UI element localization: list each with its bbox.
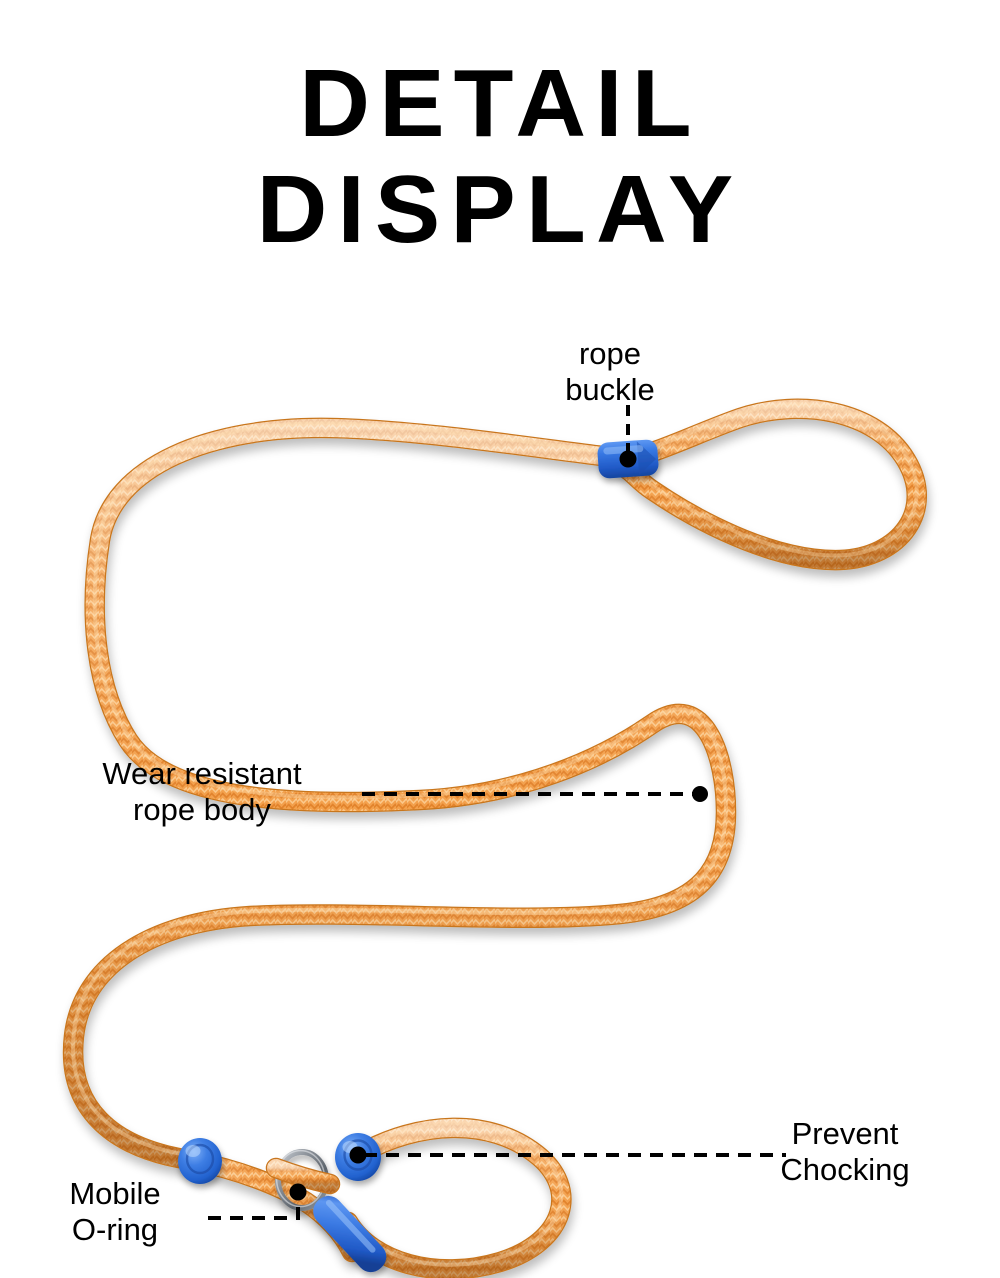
- callout-label-rope-buckle: rope buckle: [565, 336, 655, 407]
- title-line-detail: DETAIL: [299, 50, 701, 157]
- title-line-display: DISPLAY: [256, 156, 744, 263]
- leader-prevent-chocking: [349, 1146, 786, 1164]
- rope-stopper-bead-left: [178, 1138, 222, 1184]
- callout-label-wear-resistant-rope-body: Wear resistant rope body: [102, 756, 302, 827]
- callout-leader-lines: [208, 405, 786, 1220]
- callout-label-mobile-o-ring: Mobile O-ring: [69, 1176, 161, 1247]
- blue-tube-sleeve: [313, 1195, 387, 1273]
- leader-rope-buckle: [619, 405, 637, 468]
- leader-mobile-oring: [208, 1183, 307, 1220]
- callout-label-prevent-chocking: Prevent Chocking: [780, 1116, 910, 1187]
- leader-wear-resistant: [362, 786, 708, 802]
- rope-through-oring: [265, 1157, 341, 1195]
- page-title: DETAIL DISPLAY: [0, 56, 1000, 258]
